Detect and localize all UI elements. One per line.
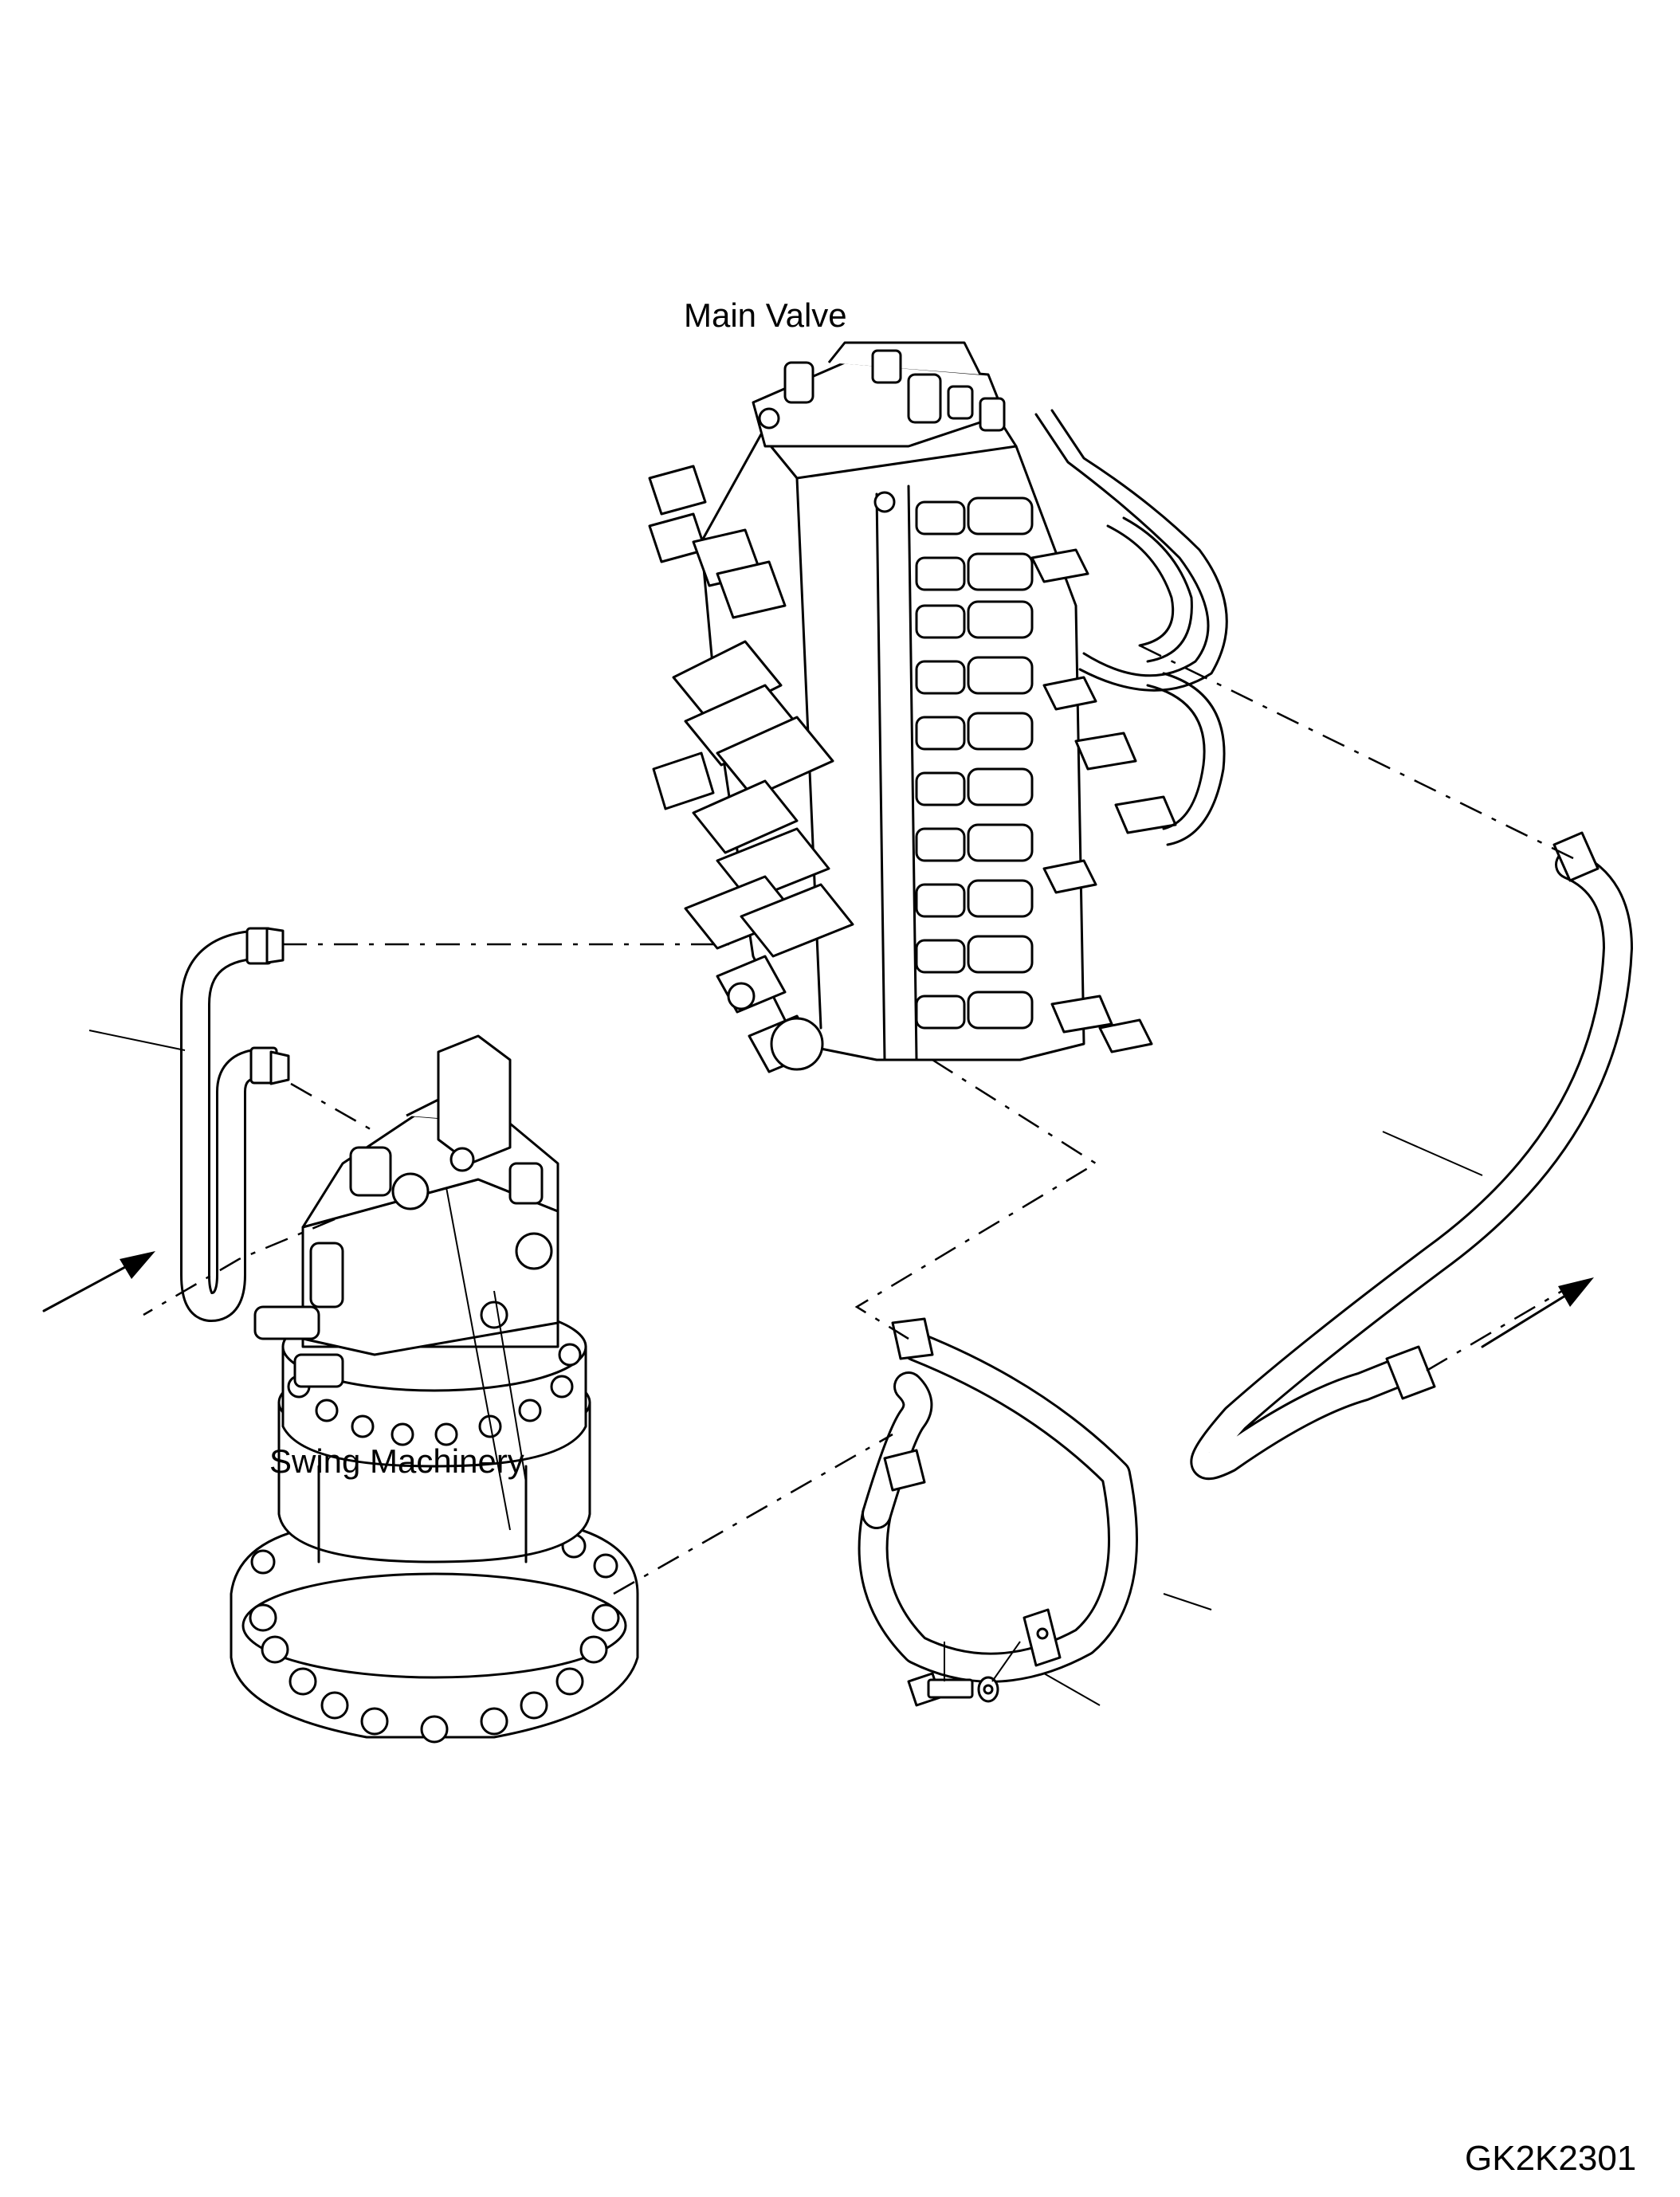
swing-machinery-assembly	[230, 1034, 639, 1744]
hose-middle-loop	[858, 1317, 1138, 1707]
hose-left	[180, 927, 290, 1322]
flow-arrow-out	[1481, 1277, 1594, 1348]
drawing-code: GK2K2301	[1465, 2139, 1637, 2178]
leader-lines	[88, 1030, 1483, 1706]
flange-bolts	[249, 1533, 620, 1744]
right-spool-caps	[915, 496, 1177, 1053]
main-valve-assembly	[648, 341, 1228, 1073]
routing-lines	[143, 644, 1579, 1595]
main-valve-label: Main Valve	[684, 296, 847, 334]
hose-right	[1190, 831, 1633, 1481]
swing-machinery-label: Swing Machinery	[269, 1442, 524, 1480]
flow-arrow-in	[42, 1251, 155, 1312]
left-spool-caps	[648, 465, 854, 1073]
